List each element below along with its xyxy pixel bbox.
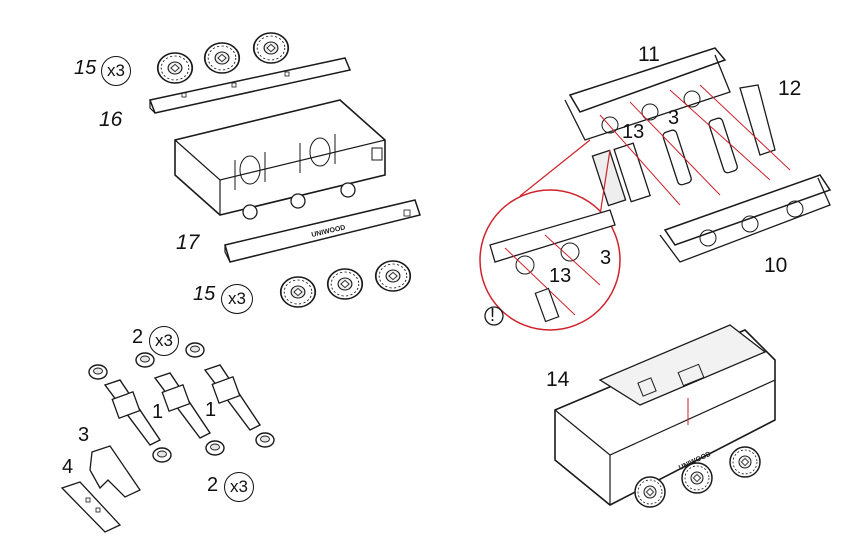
- wheel-icon: [374, 260, 412, 292]
- axle-icon: [242, 204, 258, 220]
- part-3-top-label: 3: [668, 107, 680, 129]
- multiplier-x3-mid: x3: [149, 326, 179, 356]
- multiplier-x3-bottom: x3: [221, 284, 253, 314]
- side-panel-17: UNIWOOD: [224, 199, 421, 263]
- multiplier-x3-top: x3: [101, 56, 131, 86]
- qty-15-bottom: 15: [193, 283, 216, 305]
- side-panel-16: [148, 57, 352, 114]
- axle-icon: [290, 193, 306, 209]
- wheel-icon: [326, 268, 364, 300]
- frame-assembly: [564, 47, 832, 263]
- part-12-label: 12: [778, 77, 802, 100]
- part-1-right-label: 1: [205, 399, 217, 421]
- part-16-label: 16: [99, 108, 123, 131]
- qty-2-top: 2: [132, 326, 144, 348]
- magnifier-callout-icon: [479, 139, 621, 331]
- warning-label: !: [490, 305, 496, 325]
- chassis-frame: [174, 99, 386, 220]
- wheel-icon: [634, 476, 666, 508]
- part-1-left-label: 1: [152, 401, 164, 423]
- part-10-label: 10: [764, 254, 788, 277]
- multiplier-x3-lower: x3: [224, 472, 254, 502]
- axle-icon: [340, 182, 356, 198]
- wheel-icon: [252, 32, 290, 64]
- part-13-label: 13: [622, 121, 645, 143]
- zoom-13-label: 13: [549, 265, 572, 287]
- wheel-icon: [203, 42, 241, 74]
- wheel-icon: [681, 462, 713, 494]
- vehicle-assembly-14: UNIWOOD: [554, 324, 776, 508]
- part-11-label: 11: [638, 43, 660, 66]
- warning-icon: [484, 306, 504, 326]
- qty-2-bottom: 2: [207, 474, 219, 496]
- part-3-bottom-label: 3: [78, 424, 90, 446]
- part-17-label: 17: [176, 231, 200, 254]
- wheels-bottom-group: [279, 260, 412, 308]
- part-4-label: 4: [62, 456, 74, 478]
- wheel-icon: [729, 446, 761, 478]
- axle-parts-group: [60, 342, 275, 533]
- zoom-3-label: 3: [600, 247, 612, 269]
- qty-15-top: 15: [74, 57, 97, 79]
- wheel-icon: [279, 276, 317, 308]
- part-14-label: 14: [546, 368, 570, 391]
- wheel-icon: [156, 52, 194, 84]
